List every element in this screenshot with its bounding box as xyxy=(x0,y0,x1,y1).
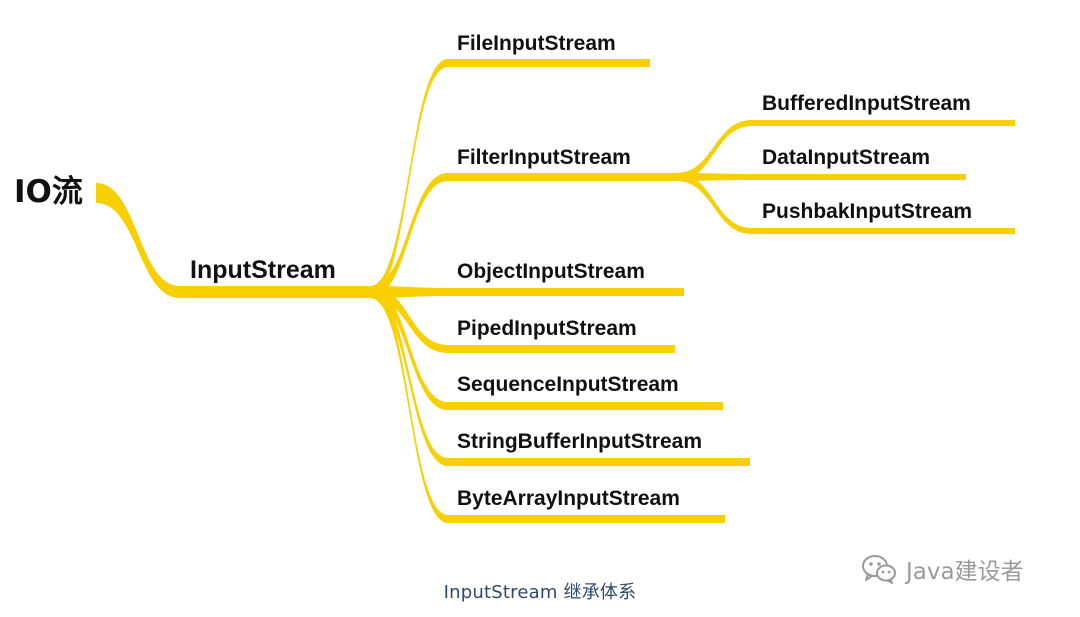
underline-object xyxy=(446,288,684,296)
branch-to-pushbak xyxy=(676,173,752,234)
child-label-bytearray: ByteArrayInputStream xyxy=(457,487,680,510)
underline-file xyxy=(446,59,650,67)
branch-to-buffered xyxy=(676,120,752,181)
child-label-piped: PipedInputStream xyxy=(457,317,637,340)
child-label-file: FileInputStream xyxy=(457,32,616,55)
watermark-text: Java建设者 xyxy=(906,559,1024,585)
wechat-icon xyxy=(862,555,896,584)
child-label-object: ObjectInputStream xyxy=(457,260,645,283)
root-node-label: IO流 xyxy=(14,174,83,210)
branch-to-sequence xyxy=(370,286,448,410)
inputstream-node-label: InputStream xyxy=(190,256,336,284)
branch-to-bytearray xyxy=(370,286,448,523)
child-label-stringbuffer: StringBufferInputStream xyxy=(457,430,702,453)
branch-to-filter xyxy=(370,173,448,298)
underline-stringbuffer xyxy=(446,458,750,466)
underline-bytearray xyxy=(446,515,725,523)
underline-filter xyxy=(446,173,678,181)
underline-sequence xyxy=(446,402,723,410)
underline-pushbak xyxy=(750,228,1015,234)
underline-inputstream xyxy=(178,286,372,298)
underline-data xyxy=(750,174,966,180)
child-label-filter: FilterInputStream xyxy=(457,146,631,169)
branch-to-file xyxy=(370,59,448,298)
branch-to-stringbuffer xyxy=(370,286,448,466)
watermark: Java建设者 xyxy=(860,552,1024,586)
grandchild-label-pushbak: PushbakInputStream xyxy=(762,200,972,223)
grandchild-label-data: DataInputStream xyxy=(762,146,930,169)
branch-root-to-inputstream xyxy=(96,183,180,298)
child-label-sequence: SequenceInputStream xyxy=(457,373,679,396)
underline-piped xyxy=(446,345,675,353)
grandchild-label-buffered: BufferedInputStream xyxy=(762,92,971,115)
diagram-caption: InputStream 继承体系 xyxy=(443,582,637,603)
underline-buffered xyxy=(750,120,1015,126)
